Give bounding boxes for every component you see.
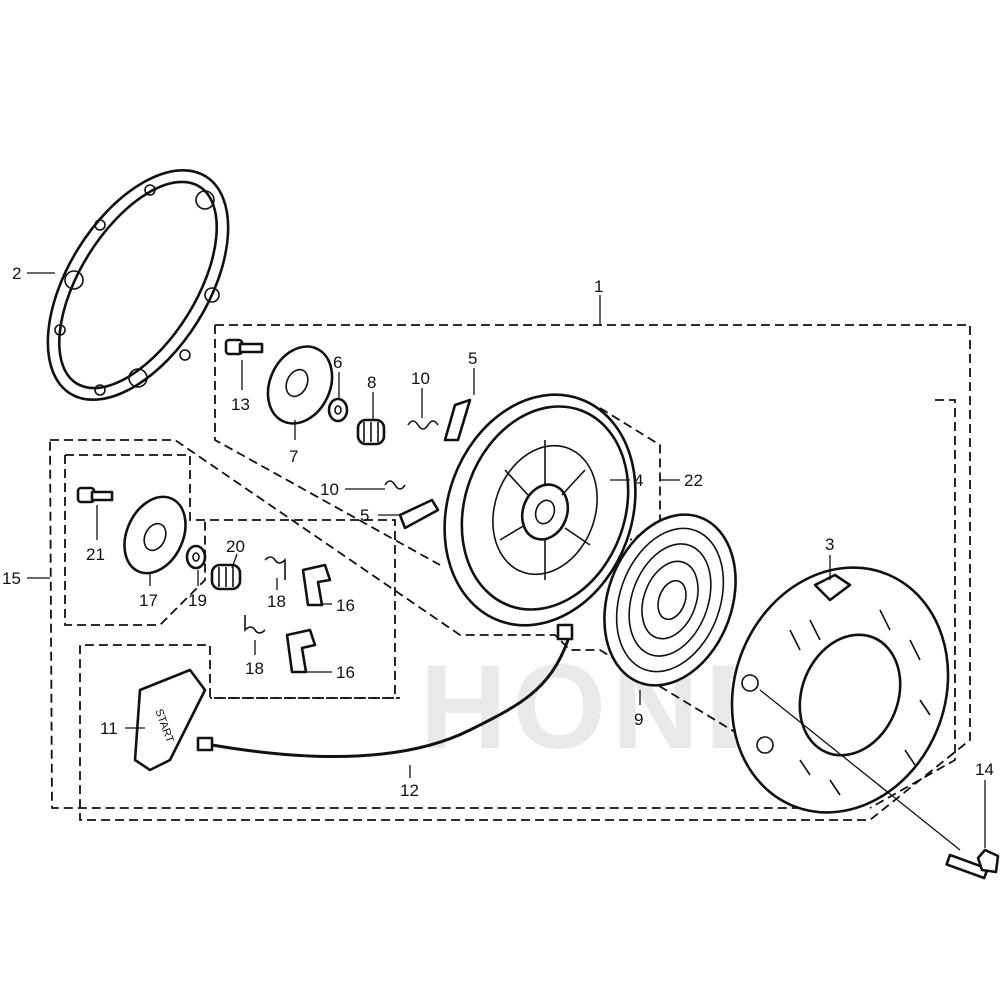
bolt-13 [224,338,264,356]
gasket-ring [46,168,230,402]
callout-17: 17 [139,591,158,610]
callout-18a: 18 [267,592,286,611]
callout-16a: 16 [336,596,355,615]
ratchet-17 [123,495,187,575]
group-outline-1 [79,324,971,821]
callout-12: 12 [400,781,419,800]
callout-1: 1 [594,277,603,296]
group-outline-17 [64,455,206,626]
guide-5-upper [443,398,472,442]
bolt-14 [945,848,1000,880]
callout-4: 4 [634,471,643,490]
callout-21: 21 [86,545,105,564]
callout-14: 14 [975,760,994,779]
callout-19: 19 [188,591,207,610]
washer-6 [327,397,349,423]
small-spring-10-lower [384,480,406,490]
starter-grip-11: START [133,668,214,772]
callout-5b: 5 [360,506,369,525]
spring-20 [210,563,242,591]
bolt-21 [76,486,114,504]
callout-6: 6 [333,353,342,372]
ratchet-7 [266,345,334,425]
callout-10a: 10 [411,369,430,388]
callout-9: 9 [634,710,643,729]
guide-5-lower [398,498,440,530]
small-spring-18-upper [264,556,286,580]
group-outline-15 [49,439,864,809]
group-outline-22 [599,407,661,541]
guide-16-lower [285,628,317,674]
callout-10b: 10 [320,480,339,499]
group-outline-right [869,399,956,809]
callout-22: 22 [684,471,703,490]
callout-3: 3 [825,535,834,554]
guide-16-upper [301,563,332,607]
leader-20 [231,553,238,569]
callout-5a: 5 [468,349,477,368]
recoil-spring-9 [603,513,737,687]
callout-15: 15 [2,569,21,588]
group-outline-15-inner [65,454,396,699]
washer-19 [185,544,207,570]
leader-bolt-14-axis [759,689,961,851]
small-spring-10-upper [407,420,439,430]
callout-16b: 16 [336,663,355,682]
callout-2: 2 [12,264,21,283]
callout-20: 20 [226,537,245,556]
callout-13: 13 [231,395,250,414]
group-outline-1-inner [214,325,441,566]
callout-8: 8 [367,373,376,392]
starter-rope-12 [211,623,574,758]
callout-11: 11 [100,719,118,738]
starter-case-3 [730,566,950,814]
spring-8 [356,418,386,446]
reel-pulley-4 [443,393,637,627]
callout-7: 7 [289,447,298,466]
callout-18b: 18 [245,659,264,678]
small-spring-18-lower [244,615,266,634]
